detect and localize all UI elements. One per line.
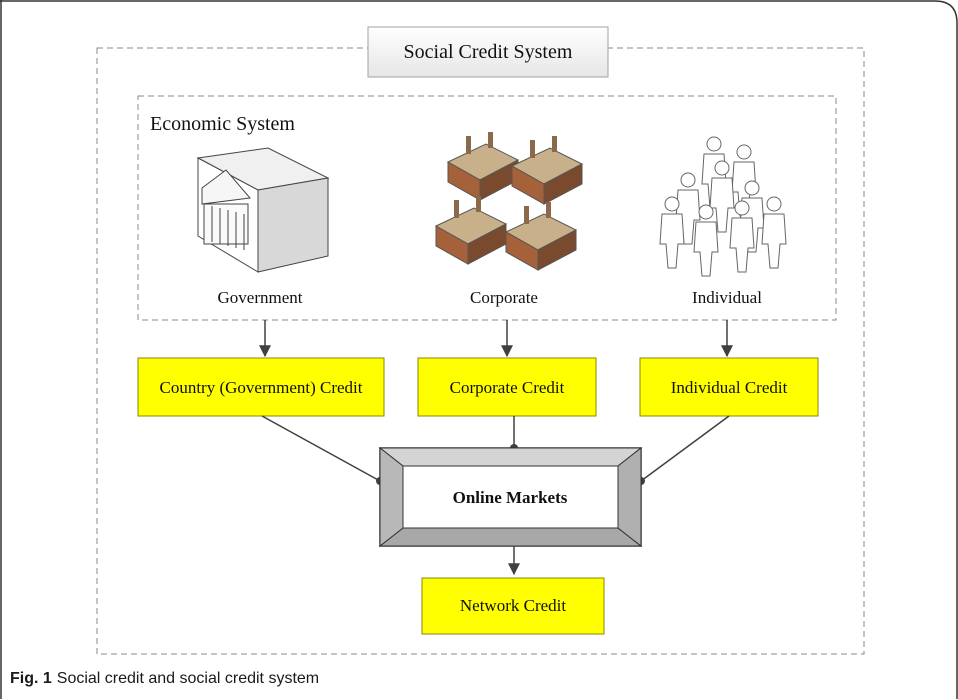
people-crowd-icon [659, 136, 787, 277]
corporate-credit-box [417, 357, 597, 417]
country-credit-label: Country (Government) Credit [159, 378, 362, 397]
caption-label: Fig. 1 [10, 670, 52, 687]
title-text: Social Credit System [404, 41, 573, 63]
factory-icon [510, 136, 584, 205]
title-box [367, 26, 609, 78]
social-credit-boundary [96, 47, 865, 655]
country-credit-box [137, 357, 385, 417]
factory-icon [504, 202, 578, 271]
connector-country [261, 415, 381, 482]
connector-individual [640, 415, 730, 482]
factory-icon [446, 132, 520, 201]
network-credit-box [421, 577, 605, 635]
individual-credit-label: Individual Credit [671, 378, 788, 397]
entity-label-individual: Individual [692, 288, 762, 307]
network-credit-label: Network Credit [460, 596, 567, 615]
factory-icon [434, 196, 508, 265]
entity-label-government: Government [218, 288, 303, 307]
government-building-icon [196, 147, 330, 273]
online-markets-frame [378, 446, 643, 548]
caption-text: Social credit and social credit system [56, 670, 320, 687]
entity-label-corporate: Corporate [470, 288, 538, 307]
individual-credit-box [639, 357, 819, 417]
economic-system-label: Economic System [150, 113, 295, 135]
online-markets-label: Online Markets [453, 488, 568, 507]
corporate-credit-label: Corporate Credit [450, 378, 565, 397]
economic-system-boundary [137, 95, 837, 321]
